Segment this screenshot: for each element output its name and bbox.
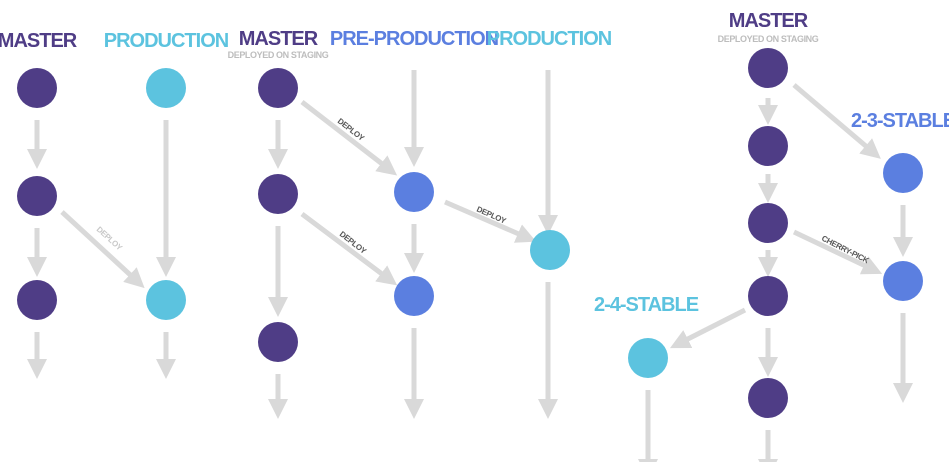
panel-master-production: MASTER PRODUCTION DEPLOY: [0, 30, 230, 379]
master-label: MASTER: [0, 30, 78, 52]
branch-arrow: [669, 307, 747, 349]
master-commit: [17, 68, 57, 108]
deploy-arrow: [444, 199, 537, 243]
master-commit: [258, 174, 298, 214]
panel-master-preprod-production: MASTER DEPLOYED ON STAGING PRE-PRODUCTIO…: [228, 28, 613, 419]
master-label: MASTER: [239, 28, 319, 50]
master-commit: [17, 176, 57, 216]
panel-master-stable-branches: MASTER DEPLOYED ON STAGING 2-3-STABLE 2-…: [594, 10, 949, 462]
pre-production-commit: [394, 276, 434, 316]
deploy-arrow: [300, 212, 398, 286]
master-subtitle: DEPLOYED ON STAGING: [228, 50, 329, 60]
cherry-pick-arrow: [792, 229, 883, 275]
stable-2-4-label: 2-4-STABLE: [594, 294, 699, 316]
master-commit: [748, 203, 788, 243]
master-commit: [748, 378, 788, 418]
production-commit: [530, 230, 570, 270]
production-commit: [146, 68, 186, 108]
stable-2-3-commit: [883, 261, 923, 301]
stable-2-3-commit: [883, 153, 923, 193]
master-label: MASTER: [729, 10, 809, 32]
pre-production-label: PRE-PRODUCTION: [330, 28, 499, 50]
production-label: PRODUCTION: [487, 28, 612, 50]
master-commit: [258, 68, 298, 108]
production-commit: [146, 280, 186, 320]
master-commit: [748, 276, 788, 316]
stable-2-4-commit: [628, 338, 668, 378]
pre-production-commit: [394, 172, 434, 212]
master-commit: [748, 48, 788, 88]
branch-arrow: [792, 83, 881, 159]
deploy-arrow: [300, 100, 398, 176]
stable-2-3-label: 2-3-STABLE: [851, 110, 949, 132]
master-commit: [17, 280, 57, 320]
production-label: PRODUCTION: [104, 30, 229, 52]
master-commit: [258, 322, 298, 362]
deploy-arrow: [60, 210, 145, 289]
master-subtitle: DEPLOYED ON STAGING: [718, 34, 819, 44]
master-commit: [748, 126, 788, 166]
